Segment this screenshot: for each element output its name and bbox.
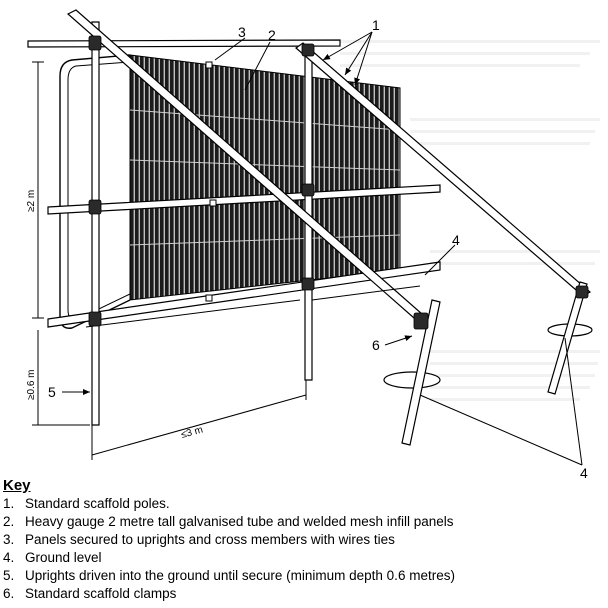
key-item-text: Standard scaffold clamps [25, 586, 177, 601]
key-item-number: 1. [3, 496, 15, 511]
key-item: 6. Standard scaffold clamps [3, 585, 603, 603]
callout-labels: 1 2 3 4 4 4 5 6 [48, 17, 588, 478]
key-item-text: Heavy gauge 2 metre tall galvanised tube… [25, 514, 454, 529]
ground-stakes [383, 281, 593, 446]
key-item-text: Ground level [25, 550, 102, 565]
wire-ties [205, 61, 217, 302]
key-item-number: 4. [3, 550, 15, 565]
key-item-text: Uprights driven into the ground until se… [25, 568, 455, 583]
key-title: Key [3, 477, 31, 494]
dimension-lines [32, 61, 307, 460]
key-item-text: Standard scaffold poles. [25, 496, 170, 511]
dimension-bay-label: ≤3 m [180, 425, 204, 441]
key-item-number: 6. [3, 586, 15, 601]
key-item: 4. Ground level [3, 549, 603, 567]
background-text [340, 40, 600, 401]
callout-5: 5 [48, 384, 56, 400]
callout-1: 1 [372, 17, 380, 33]
leader-lines [62, 31, 583, 466]
ground-level-lines [85, 285, 421, 328]
key-item-number: 5. [3, 568, 15, 583]
callout-2: 2 [268, 27, 276, 43]
scaffold-clamps [88, 35, 589, 330]
key-item: 5. Uprights driven into the ground until … [3, 567, 603, 585]
key-item: 1. Standard scaffold poles. [3, 495, 603, 513]
key-item: 2. Heavy gauge 2 metre tall galvanised tu… [3, 513, 603, 531]
callout-4b: 4 [580, 465, 588, 478]
scaffold-hoarding-diagram: 1 2 3 4 4 4 5 6 ≥2 m ≥0.6 m ≤3 m [26, 9, 600, 478]
key-legend: Key 1. Standard scaffold poles. 2. Heavy g… [3, 478, 603, 603]
key-item-text: Panels secured to uprights and cross mem… [25, 532, 395, 547]
dimension-height-label: ≥2 m [26, 190, 37, 212]
callout-3: 3 [238, 24, 246, 40]
callout-4a: 4 [452, 232, 460, 248]
key-item-number: 3. [3, 532, 15, 547]
key-item-number: 2. [3, 514, 15, 529]
dimension-depth-label: ≥0.6 m [26, 370, 37, 401]
callout-6: 6 [372, 337, 380, 353]
key-list: 1. Standard scaffold poles. 2. Heavy gauge… [3, 495, 603, 603]
key-item: 3. Panels secured to uprights and cross m… [3, 531, 603, 549]
